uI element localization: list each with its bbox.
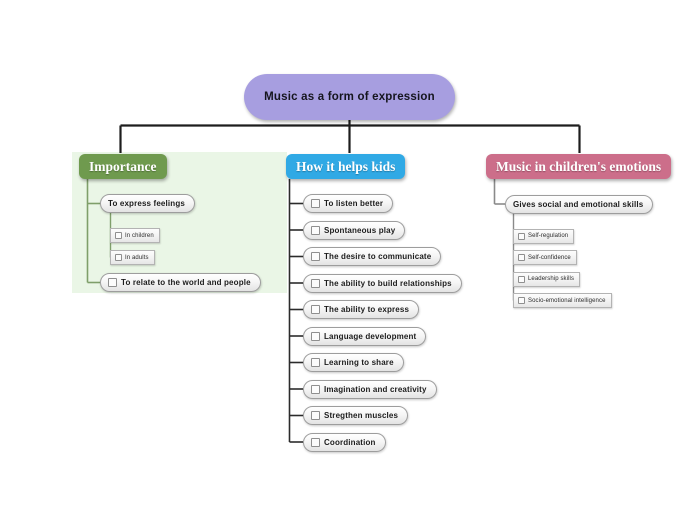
checkbox-icon[interactable] [518,232,525,240]
node-the-ability-to-build-relationships[interactable]: The ability to build relationships [303,273,462,293]
node-the-desire-to-communicate-label: The desire to communicate [324,252,432,261]
checkbox-icon[interactable] [311,331,320,341]
node-to-relate-to-the-world-and-people-label: To relate to the world and people [121,278,251,287]
node-self-confidence-label: Self-confidence [528,254,571,261]
node-learning-to-share[interactable]: Learning to share [303,353,404,372]
node-spontaneous-play-label: Spontaneous play [324,225,396,235]
checkbox-icon[interactable] [311,358,320,367]
node-self-regulation-label: Self-regulation [528,233,569,239]
node-leadership-skills-label: Leadership skills [528,276,575,282]
node-language-development-label: Language development [324,331,417,341]
node-to-listen-better[interactable]: To listen better [303,194,394,213]
node-the-desire-to-communicate[interactable]: The desire to communicate [303,247,442,266]
checkbox-icon[interactable] [115,232,122,239]
node-to-listen-better-label: To listen better [324,199,384,208]
node-in-children-label: In children [125,232,154,239]
node-to-express-feelings[interactable]: To express feelings [100,194,195,213]
checkbox-icon[interactable] [311,411,320,420]
node-self-regulation[interactable]: Self-regulation [513,228,575,244]
branch-header-music-in-childrens-emotions[interactable]: Music in children's emotions [486,154,672,179]
node-gives-social-and-emotional-skills[interactable]: Gives social and emotional skills [505,194,654,214]
node-to-express-feelings-label: To express feelings [108,199,185,208]
node-stregthen-muscles-label: Stregthen muscles [324,411,399,420]
node-imagination-and-creativity[interactable]: Imagination and creativity [303,379,437,399]
checkbox-icon[interactable] [115,254,122,261]
root-node-label: Music as a form of expression [264,91,435,103]
node-socio-emotional-intelligence[interactable]: Socio-emotional intelligence [513,293,612,308]
root-node[interactable]: Music as a form of expression [244,74,455,120]
checkbox-icon[interactable] [311,305,320,314]
checkbox-icon[interactable] [311,437,320,447]
node-leadership-skills[interactable]: Leadership skills [513,271,581,287]
node-gives-social-and-emotional-skills-label: Gives social and emotional skills [513,199,644,209]
node-in-adults[interactable]: In adults [110,250,155,265]
branch-header-importance[interactable]: Importance [79,154,167,179]
node-spontaneous-play[interactable]: Spontaneous play [303,220,406,240]
branch-header-importance-label: Importance [89,158,157,174]
node-the-ability-to-build-relationships-label: The ability to build relationships [324,278,452,288]
node-coordination-label: Coordination [324,437,376,447]
node-to-relate-to-the-world-and-people[interactable]: To relate to the world and people [100,273,261,292]
checkbox-icon[interactable] [311,225,320,235]
node-the-ability-to-express-label: The ability to express [324,305,410,314]
node-learning-to-share-label: Learning to share [324,358,394,367]
node-language-development[interactable]: Language development [303,326,427,346]
branch-header-how-it-helps-kids[interactable]: How it helps kids [286,154,406,179]
checkbox-icon[interactable] [108,278,117,287]
node-self-confidence[interactable]: Self-confidence [513,250,577,265]
branch-header-how-it-helps-kids-label: How it helps kids [296,158,396,174]
node-in-adults-label: In adults [125,254,149,261]
checkbox-icon[interactable] [518,275,525,283]
branch-header-music-in-childrens-emotions-label: Music in children's emotions [496,158,662,174]
checkbox-icon[interactable] [311,199,320,208]
checkbox-icon[interactable] [311,384,320,394]
node-stregthen-muscles[interactable]: Stregthen muscles [303,406,409,425]
checkbox-icon[interactable] [311,278,320,288]
node-socio-emotional-intelligence-label: Socio-emotional intelligence [528,297,606,304]
checkbox-icon[interactable] [518,297,525,304]
checkbox-icon[interactable] [311,252,320,261]
checkbox-icon[interactable] [518,254,525,261]
node-in-children[interactable]: In children [110,228,160,243]
node-coordination[interactable]: Coordination [303,432,386,452]
node-the-ability-to-express[interactable]: The ability to express [303,300,420,319]
node-imagination-and-creativity-label: Imagination and creativity [324,384,427,394]
